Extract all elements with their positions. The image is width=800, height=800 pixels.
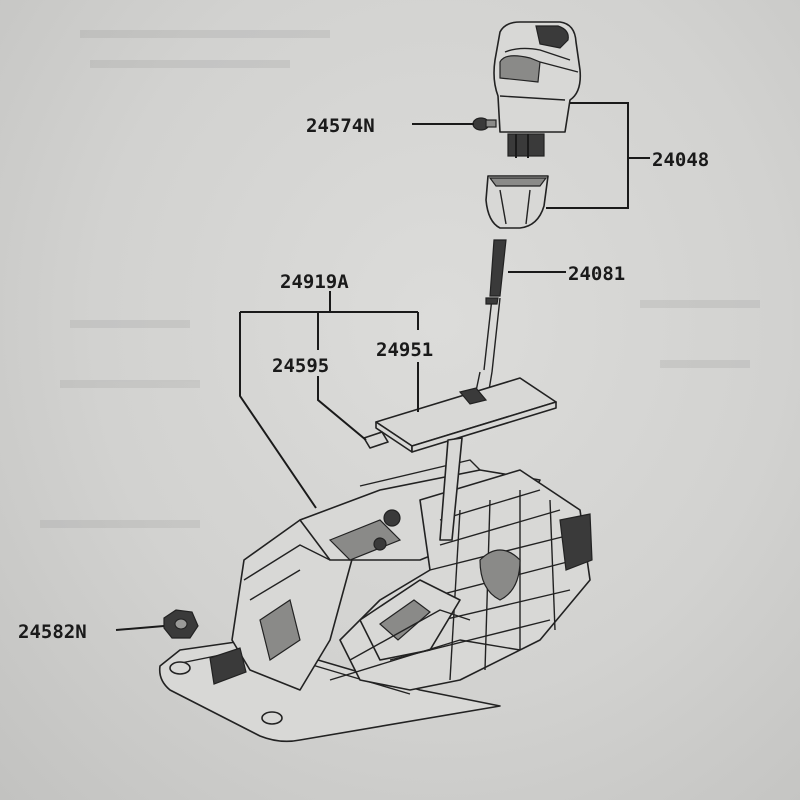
shift-knob-drawing bbox=[493, 21, 582, 158]
part-label-24574n: 24574N bbox=[306, 115, 375, 137]
part-label-24048: 24048 bbox=[652, 149, 709, 171]
leader-lines bbox=[115, 102, 650, 631]
knob-bezel-drawing bbox=[485, 175, 549, 229]
shifter-base-drawing bbox=[158, 437, 593, 743]
screw-drawing bbox=[472, 117, 497, 131]
part-label-24081: 24081 bbox=[568, 263, 625, 285]
background-texture bbox=[40, 30, 760, 528]
part-label-24951: 24951 bbox=[376, 339, 433, 361]
part-label-24582n: 24582N bbox=[18, 621, 87, 643]
part-label-24919a: 24919A bbox=[280, 271, 349, 293]
nut-drawing bbox=[163, 609, 199, 639]
cover-plate-drawing bbox=[375, 377, 557, 453]
clip-drawing bbox=[363, 431, 389, 449]
part-label-24595: 24595 bbox=[272, 355, 329, 377]
